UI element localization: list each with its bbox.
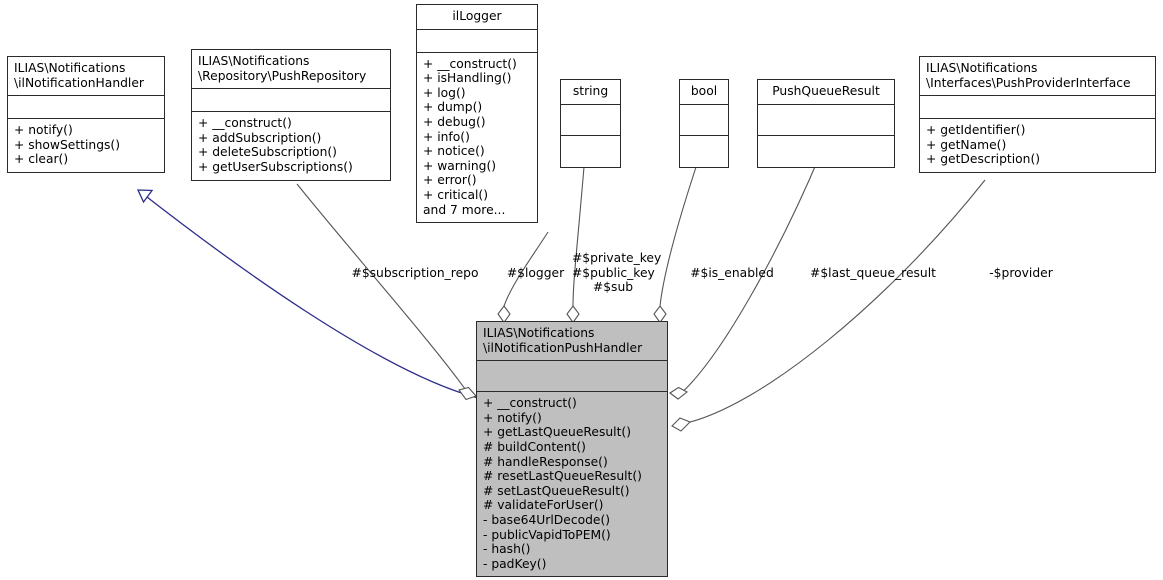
operation-item: + getIdentifier() <box>926 123 1026 138</box>
operation-more: and 7 more... <box>423 202 506 217</box>
operation-item: + debug() <box>423 114 486 129</box>
class-attributes-bool <box>680 103 728 135</box>
operation-item: # validateForUser() <box>483 498 604 513</box>
operation-item: + getName() <box>926 137 1007 152</box>
operation-item: + showSettings() <box>14 137 121 152</box>
operation-item: - publicVapidToPEM() <box>483 527 611 542</box>
edge-label-is-enabled: #$is_enabled <box>690 266 774 280</box>
operation-item: + notify() <box>483 410 542 425</box>
edge-label-provider: -$provider <box>989 266 1053 280</box>
edge-label-last-queue-result: #$last_queue_result <box>810 266 936 280</box>
edge-aggregation-keys <box>566 154 586 324</box>
operation-item: # setLastQueueResult() <box>483 483 630 498</box>
class-name-il-logger: ilLogger <box>452 9 502 23</box>
class-attributes-il-logger <box>417 28 537 52</box>
class-operations-notification-handler: + notify() + showSettings() + clear() <box>8 118 164 172</box>
operation-item: + isHandling() <box>423 71 512 86</box>
operation-item: + warning() <box>423 158 497 173</box>
class-operations-push-queue-result <box>758 134 894 167</box>
class-operations-il-logger: + __construct() + isHandling() + log() +… <box>417 51 537 223</box>
class-box-push-repository[interactable]: ILIAS\Notifications \Repository\PushRepo… <box>191 49 391 181</box>
operation-item: + __construct() <box>198 116 292 131</box>
operation-item: + deleteSubscription() <box>198 145 337 160</box>
operation-item: - hash() <box>483 542 531 557</box>
class-name-push-provider-interface: ILIAS\Notifications \Interfaces\PushProv… <box>926 61 1131 90</box>
class-operations-string <box>561 134 620 167</box>
class-box-string[interactable]: string <box>560 79 621 168</box>
class-box-bool[interactable]: bool <box>679 79 729 168</box>
operation-item: - padKey() <box>483 556 547 571</box>
operation-item: + notice() <box>423 144 485 159</box>
class-box-notification-handler[interactable]: ILIAS\Notifications \ilNotificationHandl… <box>7 56 165 173</box>
operation-item: + log() <box>423 85 466 100</box>
class-operations-push-repository: + __construct() + addSubscription() + de… <box>192 111 390 179</box>
operation-item: # handleResponse() <box>483 454 608 469</box>
operation-item: + getUserSubscriptions() <box>198 159 353 174</box>
edge-label-keys: #$private_key #$public_key #$sub <box>572 251 662 295</box>
operation-item: # resetLastQueueResult() <box>483 469 642 484</box>
class-name-notification-handler: ILIAS\Notifications \ilNotificationHandl… <box>14 61 144 90</box>
edge-label-subscription-repo: #$subscription_repo <box>351 266 479 280</box>
operation-item: # buildContent() <box>483 439 586 454</box>
class-attributes-push-handler <box>477 360 667 391</box>
class-attributes-push-provider-interface <box>920 95 1155 118</box>
operation-item: + info() <box>423 129 470 144</box>
operation-item: + __construct() <box>483 396 577 411</box>
class-box-il-logger[interactable]: ilLogger + __construct() + isHandling() … <box>416 4 538 224</box>
edge-aggregation-provider <box>671 179 986 432</box>
operation-item: + getLastQueueResult() <box>483 425 632 440</box>
operation-item: + clear() <box>14 152 69 167</box>
class-operations-bool <box>680 134 728 167</box>
operation-item: + addSubscription() <box>198 130 322 145</box>
class-attributes-string <box>561 103 620 135</box>
operation-item: + notify() <box>14 123 73 138</box>
operation-item: - base64UrlDecode() <box>483 512 611 527</box>
class-box-push-handler[interactable]: ILIAS\Notifications \ilNotificationPushH… <box>476 321 668 578</box>
operation-item: + critical() <box>423 187 488 202</box>
class-operations-push-provider-interface: + getIdentifier() + getName() + getDescr… <box>920 118 1155 172</box>
class-box-push-provider-interface[interactable]: ILIAS\Notifications \Interfaces\PushProv… <box>919 56 1156 173</box>
class-name-push-queue-result: PushQueueResult <box>772 84 880 98</box>
class-name-push-handler: ILIAS\Notifications \ilNotificationPushH… <box>483 326 643 355</box>
class-box-push-queue-result[interactable]: PushQueueResult <box>757 79 895 168</box>
class-name-push-repository: ILIAS\Notifications \Repository\PushRepo… <box>198 54 367 83</box>
class-name-string: string <box>572 84 609 98</box>
operation-item: + error() <box>423 173 477 188</box>
class-attributes-notification-handler <box>8 95 164 118</box>
class-attributes-push-queue-result <box>758 103 894 135</box>
class-operations-push-handler: + __construct() + notify() + getLastQueu… <box>477 391 667 576</box>
operation-item: + getDescription() <box>926 152 1041 167</box>
operation-item: + __construct() <box>423 56 517 71</box>
edge-aggregation-is-enabled <box>653 154 701 324</box>
operation-item: + dump() <box>423 100 483 115</box>
class-name-bool: bool <box>690 84 718 98</box>
class-attributes-push-repository <box>192 88 390 111</box>
edge-label-logger: #$logger <box>506 266 565 280</box>
